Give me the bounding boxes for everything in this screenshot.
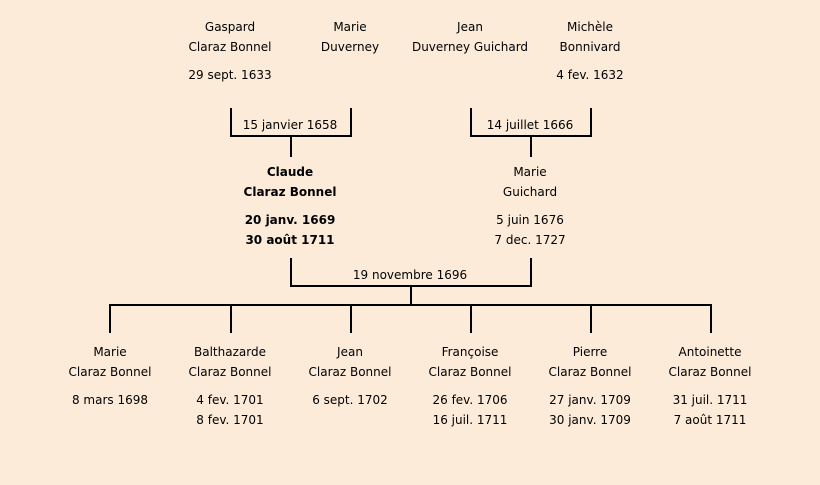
birth-date: 5 juin 1676 — [496, 213, 564, 227]
death-date: 30 août 1711 — [245, 233, 335, 247]
last-name: Claraz Bonnel — [548, 365, 632, 379]
connector-line — [530, 258, 532, 287]
last-name: Duverney Guichard — [411, 40, 529, 54]
marriage-date-right: 14 juillet 1666 — [486, 118, 574, 132]
last-name: Claraz Bonnel — [188, 365, 272, 379]
person-claude-claraz-bonnel: Claude Claraz Bonnel 20 janv. 1669 30 ao… — [215, 162, 365, 250]
last-name: Claraz Bonnel — [668, 365, 752, 379]
first-name: Jean — [337, 345, 363, 359]
birth-date: 29 sept. 1633 — [188, 68, 272, 82]
last-name: Claraz Bonnel — [308, 365, 392, 379]
person-michele-bonnivard: Michèle Bonnivard 4 fev. 1632 — [515, 17, 665, 85]
first-name: Michèle — [567, 20, 613, 34]
first-name: Jean — [457, 20, 483, 34]
birth-date: 8 mars 1698 — [71, 393, 149, 407]
birth-date: 31 juil. 1711 — [672, 393, 748, 407]
first-name: Françoise — [441, 345, 499, 359]
connector-line — [290, 135, 292, 157]
birth-date: 6 sept. 1702 — [312, 393, 388, 407]
person-child: Jean Claraz Bonnel 6 sept. 1702 — [275, 342, 425, 410]
death-date: 16 juil. 1711 — [432, 413, 508, 427]
death-date: 7 dec. 1727 — [494, 233, 566, 247]
connector-line — [530, 135, 532, 157]
connector-line — [470, 304, 472, 333]
death-date: 7 août 1711 — [673, 413, 747, 427]
first-name: Claude — [266, 165, 314, 179]
person-child: Marie Claraz Bonnel 8 mars 1698 — [35, 342, 185, 410]
birth-date: 4 fev. 1632 — [556, 68, 624, 82]
person-gaspard-claraz-bonnel: Gaspard Claraz Bonnel 29 sept. 1633 — [155, 17, 305, 85]
connector-line — [230, 304, 232, 333]
marriage-date-left: 15 janvier 1658 — [242, 118, 338, 132]
first-name: Pierre — [572, 345, 608, 359]
last-name: Claraz Bonnel — [68, 365, 152, 379]
person-marie-guichard: Marie Guichard 5 juin 1676 7 dec. 1727 — [455, 162, 605, 250]
marriage-date-main: 19 novembre 1696 — [352, 268, 468, 282]
birth-date: 27 janv. 1709 — [549, 393, 631, 407]
connector-line — [710, 304, 712, 333]
first-name: Marie — [93, 345, 127, 359]
last-name: Bonnivard — [559, 40, 621, 54]
connector-line — [470, 108, 472, 137]
last-name: Guichard — [502, 185, 558, 199]
birth-date: 20 janv. 1669 — [244, 213, 336, 227]
person-jean-duverney-guichard: Jean Duverney Guichard — [395, 17, 545, 57]
death-date: 30 janv. 1709 — [549, 413, 631, 427]
first-name: Gaspard — [204, 20, 256, 34]
first-name: Antoinette — [678, 345, 742, 359]
death-date: 8 fev. 1701 — [196, 413, 264, 427]
person-child: Balthazarde Claraz Bonnel 4 fev. 1701 8 … — [155, 342, 305, 430]
connector-line — [350, 304, 352, 333]
person-child: Françoise Claraz Bonnel 26 fev. 1706 16 … — [395, 342, 545, 430]
last-name: Claraz Bonnel — [428, 365, 512, 379]
person-child: Pierre Claraz Bonnel 27 janv. 1709 30 ja… — [515, 342, 665, 430]
connector-line — [290, 258, 292, 287]
person-marie-duverney: Marie Duverney — [275, 17, 425, 57]
connector-line — [109, 304, 111, 333]
birth-date: 26 fev. 1706 — [432, 393, 508, 407]
first-name: Marie — [333, 20, 367, 34]
last-name: Duverney — [320, 40, 380, 54]
first-name: Balthazarde — [194, 345, 266, 359]
connector-line — [109, 304, 712, 306]
birth-date: 4 fev. 1701 — [196, 393, 264, 407]
last-name: Claraz Bonnel — [188, 40, 272, 54]
person-child: Antoinette Claraz Bonnel 31 juil. 1711 7… — [635, 342, 785, 430]
first-name: Marie — [513, 165, 547, 179]
last-name: Claraz Bonnel — [243, 185, 337, 199]
connector-line — [350, 108, 352, 137]
connector-line — [230, 108, 232, 137]
connector-line — [410, 285, 412, 306]
connector-line — [590, 304, 592, 333]
connector-line — [590, 108, 592, 137]
